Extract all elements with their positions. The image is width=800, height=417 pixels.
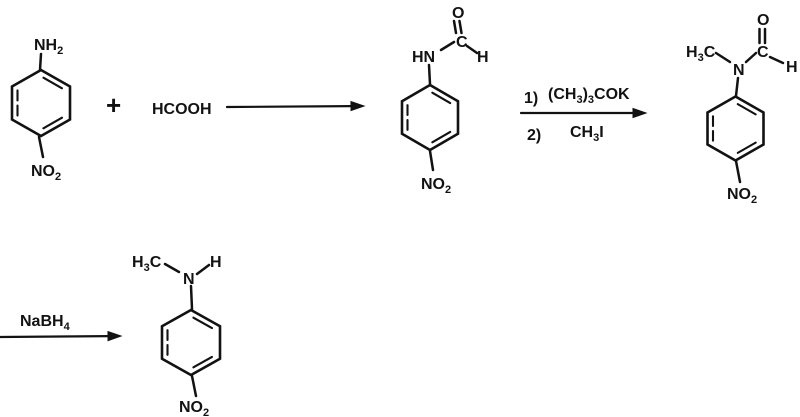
bond xyxy=(714,51,732,64)
reaction-arrow-head xyxy=(107,330,123,342)
bond xyxy=(427,63,432,86)
methyl-iodide-label: CH3I xyxy=(570,124,604,144)
methyl-group-label: H3C xyxy=(686,44,716,64)
bond xyxy=(428,149,435,172)
benzene-ring xyxy=(400,83,460,152)
benzene-ring xyxy=(10,68,72,138)
reaction-arrow-head xyxy=(632,107,648,119)
carbonyl-oxygen-label: O xyxy=(452,5,464,22)
methyl-group-label: H3C xyxy=(132,254,162,274)
nitro-group-label: NO2 xyxy=(179,399,209,417)
carbonyl-carbon-label: C xyxy=(757,44,769,61)
benzene-ring xyxy=(706,95,765,162)
bond xyxy=(744,51,758,64)
bond xyxy=(734,159,742,184)
nitro-group-label: NO2 xyxy=(421,176,451,196)
nitro-group-label: NO2 xyxy=(727,186,757,206)
bond xyxy=(163,262,181,274)
potassium-tert-butoxide-label: (CH3)3COK xyxy=(548,86,630,106)
carbonyl-oxygen-label: O xyxy=(757,12,769,29)
ring-double-bond xyxy=(192,316,214,330)
amide-nh-label: HN xyxy=(412,49,435,66)
sodium-borohydride-label: NaBH4 xyxy=(20,313,71,333)
amine-group-label: NH2 xyxy=(34,37,63,57)
formyl-h-label: H xyxy=(477,49,489,66)
bond xyxy=(458,19,463,35)
benzene-ring xyxy=(160,308,222,377)
amine-h-label: H xyxy=(210,254,222,271)
amide-nitrogen-label: N xyxy=(733,62,745,79)
bond xyxy=(439,40,456,52)
formyl-h-label: H xyxy=(786,59,798,76)
nitro-group-label: NO2 xyxy=(31,163,61,183)
ring-double-bond xyxy=(42,76,64,90)
carbonyl-carbon-label: C xyxy=(456,34,468,51)
bond xyxy=(768,55,785,65)
amine-nitrogen-label: N xyxy=(183,271,195,288)
bond xyxy=(189,284,194,311)
ring-double-bond xyxy=(192,355,214,369)
formic-acid-label: HCOOH xyxy=(152,101,212,118)
bond xyxy=(452,19,458,35)
reaction-arrow-head xyxy=(350,100,366,112)
reaction-arrow-line xyxy=(225,104,353,109)
bond xyxy=(37,135,45,159)
step-two-label: 2) xyxy=(527,127,541,144)
step-one-label: 1) xyxy=(524,90,538,107)
ring-double-bond xyxy=(736,141,757,154)
bond xyxy=(195,263,211,276)
plus-sign: + xyxy=(106,90,121,120)
ring-double-bond xyxy=(42,116,64,130)
ring-double-bond xyxy=(431,130,452,144)
bond xyxy=(38,52,43,72)
bond xyxy=(190,374,198,398)
bond xyxy=(465,44,479,55)
ring-double-bond xyxy=(431,91,452,105)
ring-double-bond xyxy=(736,103,757,116)
bond xyxy=(734,76,740,98)
reaction-arrow-line xyxy=(0,335,110,339)
